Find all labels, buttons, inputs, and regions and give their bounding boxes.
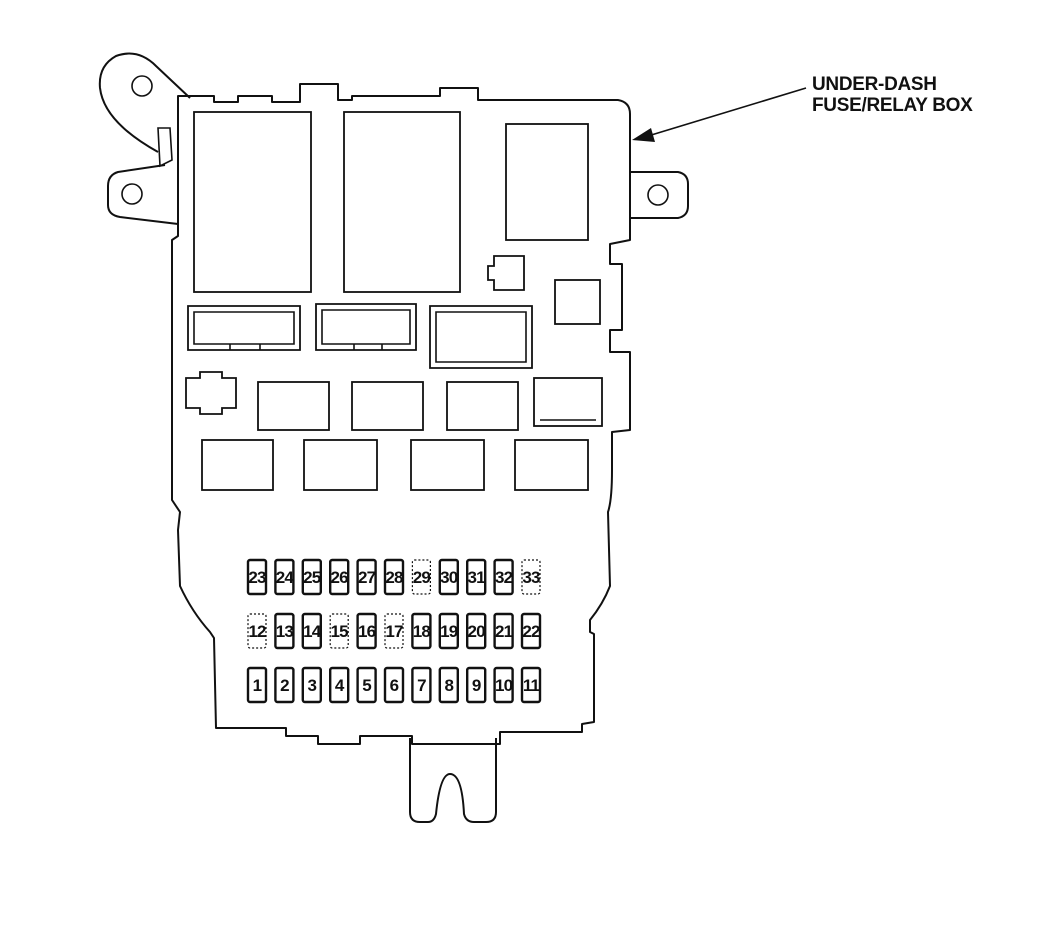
fuse-label-16: 16 (358, 622, 376, 641)
mounting-tab-left-lower (107, 164, 179, 225)
fuse-slot-11 (520, 666, 542, 704)
fuse-slot-22 (520, 612, 542, 650)
fuse-label-22: 22 (522, 622, 540, 641)
fuse-label-6: 6 (390, 676, 399, 695)
fuse-slot-21 (493, 612, 514, 650)
fuse-slot-14 (301, 612, 322, 650)
fuse-slot-10 (493, 666, 514, 704)
relay-large-left (193, 111, 312, 293)
fuse-label-7: 7 (417, 676, 426, 695)
fuse-slot-17 (384, 613, 404, 649)
relay-large-right (505, 123, 589, 241)
fuse-slot-19 (438, 612, 459, 650)
connector-block-2 (315, 303, 417, 351)
fuse-label-15: 15 (331, 622, 349, 641)
fuse-slot-15 (329, 613, 349, 649)
fuse-label-21: 21 (495, 622, 513, 641)
bottom-tab (409, 738, 497, 823)
callout-label-line1: UNDER-DASH (812, 74, 937, 95)
fuse-label-25: 25 (303, 568, 321, 587)
relay-large-center (343, 111, 461, 293)
fuse-slot-25 (301, 558, 322, 596)
fuse-slot-3 (301, 666, 322, 704)
fuse-slot-24 (274, 558, 295, 596)
fuse-label-20: 20 (468, 622, 486, 641)
fuse-label-14: 14 (303, 622, 322, 641)
fuse-label-29: 29 (413, 568, 431, 587)
fuse-label-17: 17 (385, 622, 403, 641)
fuse-label-11: 11 (523, 676, 540, 695)
relay-lower-1 (201, 439, 274, 491)
fuse-label-12: 12 (248, 622, 266, 641)
fuse-slot-29 (411, 559, 431, 595)
fuse-slot-16 (356, 612, 377, 650)
fuse-slot-8 (438, 666, 459, 704)
fuse-box-housing (171, 83, 631, 745)
mounting-tab-left (98, 52, 191, 153)
mounting-hole-top-left (131, 75, 153, 97)
fuse-slot-26 (329, 558, 350, 596)
fuse-label-30: 30 (440, 568, 458, 587)
fuse-slot-12 (247, 613, 267, 649)
callout-leader-line (647, 87, 807, 137)
relay-lower-4 (514, 439, 589, 491)
fuse-slot-20 (466, 612, 487, 650)
relay-lower-2 (303, 439, 378, 491)
fuse-slot-1 (246, 666, 268, 704)
fuse-slot-9 (466, 666, 487, 704)
fuse-label-33: 33 (522, 568, 540, 587)
fuse-label-32: 32 (495, 568, 513, 587)
callout-arrowhead-icon (632, 128, 655, 142)
fuse-label-19: 19 (440, 622, 458, 641)
mounting-hole-left (121, 183, 143, 205)
fuse-slot-18 (411, 612, 432, 650)
small-square-connector (185, 371, 237, 415)
fuse-slot-7 (411, 666, 432, 704)
fuse-label-1: 1 (253, 676, 262, 695)
fuse-slot-32 (493, 558, 514, 596)
relay-lower-3 (410, 439, 485, 491)
relay-medium-2 (351, 381, 424, 431)
relay-medium-4 (533, 377, 603, 427)
small-connector (487, 255, 525, 291)
mounting-tab-right (630, 171, 689, 219)
relay-medium-1 (257, 381, 330, 431)
fuse-label-4: 4 (335, 676, 345, 695)
fuse-slot-31 (466, 558, 487, 596)
fuse-label-13: 13 (276, 622, 294, 641)
fuse-label-31: 31 (468, 568, 486, 587)
fuse-slot-30 (438, 558, 459, 596)
fuse-slot-28 (383, 558, 405, 596)
fuse-label-26: 26 (331, 568, 349, 587)
fuse-slot-13 (274, 612, 295, 650)
mounting-hole-right (647, 184, 669, 206)
fuse-label-3: 3 (307, 676, 316, 695)
fuse-slot-6 (383, 666, 405, 704)
fuse-label-9: 9 (472, 676, 481, 695)
fuse-label-18: 18 (413, 622, 431, 641)
fuse-slot-4 (329, 666, 350, 704)
relay-medium-3 (446, 381, 519, 431)
connector-block-3 (429, 305, 533, 369)
fuse-label-8: 8 (444, 676, 453, 695)
connector-block-1 (187, 305, 301, 351)
fuse-label-27: 27 (358, 568, 376, 587)
fuse-label-28: 28 (385, 568, 403, 587)
tab-notch (157, 127, 173, 168)
fuse-slot-27 (356, 558, 377, 596)
fuse-slot-23 (246, 558, 268, 596)
fuse-slot-5 (356, 666, 377, 704)
fuse-slot-2 (274, 666, 295, 704)
fuse-label-23: 23 (248, 568, 266, 587)
fuse-label-24: 24 (276, 568, 295, 587)
fuse-label-5: 5 (362, 676, 371, 695)
relay-small-right (554, 279, 601, 325)
fuse-slot-33 (521, 559, 541, 595)
fuse-label-2: 2 (280, 676, 289, 695)
callout-label-line2: FUSE/RELAY BOX (812, 95, 973, 116)
fuse-label-10: 10 (495, 676, 513, 695)
